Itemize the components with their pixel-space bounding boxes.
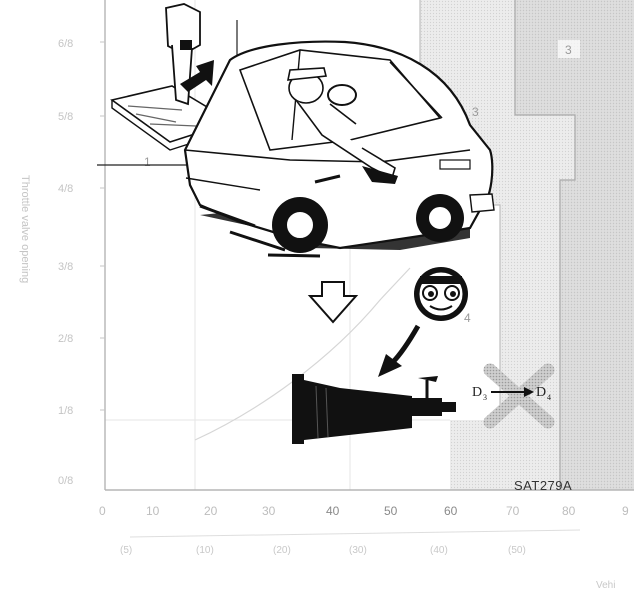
gear-to-label: D [536,385,546,400]
x-tick-60: 60 [444,504,458,518]
y-axis-title: Throttle valve opening [19,175,31,283]
x-axis-title-fragment: Vehi [596,580,615,591]
x-mph-5: (5) [120,545,132,556]
x-mph-30: (30) [349,545,367,556]
y-tick-6-8: 6/8 [58,38,73,50]
x-mph-10: (10) [196,545,214,556]
y-tick-marks [100,41,105,411]
y-tick-3-8: 3/8 [58,261,73,273]
transmission-illustration [292,374,456,444]
x-mph-20: (20) [273,545,291,556]
x-axis-secondary-line [129,529,581,538]
x-axis-ticks: 0 10 20 30 40 50 60 70 80 9 [99,504,629,518]
axes [104,0,634,491]
zone-shading-dark [515,0,634,490]
pointer-arrow-icon [378,324,421,377]
x-tick-50: 50 [384,504,398,518]
x-tick-70: 70 [506,504,520,518]
driver-face-icon [414,267,468,321]
x-tick-0: 0 [99,504,106,518]
gear-from-sub: 3 [483,393,487,402]
y-tick-4-8: 4/8 [58,183,73,195]
motion-lines [199,204,321,258]
x-tick-30: 30 [262,504,276,518]
figure-code: SAT279A [514,478,572,493]
zone-3-label-box [558,40,580,58]
x-mph-50: (50) [508,545,526,556]
zone-label-3: 3 [472,105,479,119]
zone-label-4: 4 [464,311,471,325]
zone-label-1: 1 [144,155,151,169]
y-axis-ticks: 6/8 5/8 4/8 3/8 2/8 1/8 0/8 [58,38,73,487]
x-tick-10: 10 [146,504,160,518]
x-tick-80: 80 [562,504,576,518]
y-tick-5-8: 5/8 [58,111,73,123]
y-tick-0-8: 0/8 [58,475,73,487]
y-tick-1-8: 1/8 [58,405,73,417]
car-illustration [183,40,495,253]
x-tick-9: 9 [622,504,629,518]
x-mph-40: (40) [430,545,448,556]
gear-to-sub: 4 [547,393,551,402]
shift-line-3-4 [514,0,576,490]
down-arrow-icon [307,281,359,324]
x-tick-40: 40 [326,504,340,518]
gear-change-indicator: D 3 D 4 [472,363,555,429]
x-tick-20: 20 [204,504,218,518]
gear-from-label: D [472,385,482,400]
y-tick-2-8: 2/8 [58,333,73,345]
zone-label-3-top: 3 [565,43,572,57]
x-axis-ticks-mph: (5) (10) (20) (30) (40) (50) [120,545,526,556]
